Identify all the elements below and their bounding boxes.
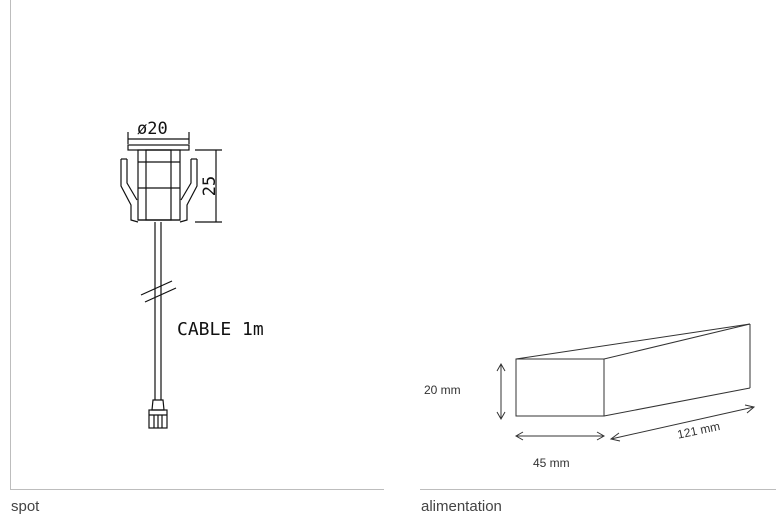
spot-fixture-drawing — [120, 132, 222, 429]
diameter-dimension-label: ø20 — [137, 119, 168, 139]
power-supply-box-drawing — [496, 323, 756, 442]
box-height-label: 20 mm — [424, 383, 461, 397]
spot-caption: spot — [11, 498, 40, 515]
box-width-label: 45 mm — [533, 456, 570, 470]
spot-panel-frame — [10, 0, 384, 490]
height-dimension-label: 25 — [200, 175, 220, 197]
alimentation-caption: alimentation — [421, 498, 502, 515]
cable-length-label: CABLE 1m — [177, 319, 264, 340]
